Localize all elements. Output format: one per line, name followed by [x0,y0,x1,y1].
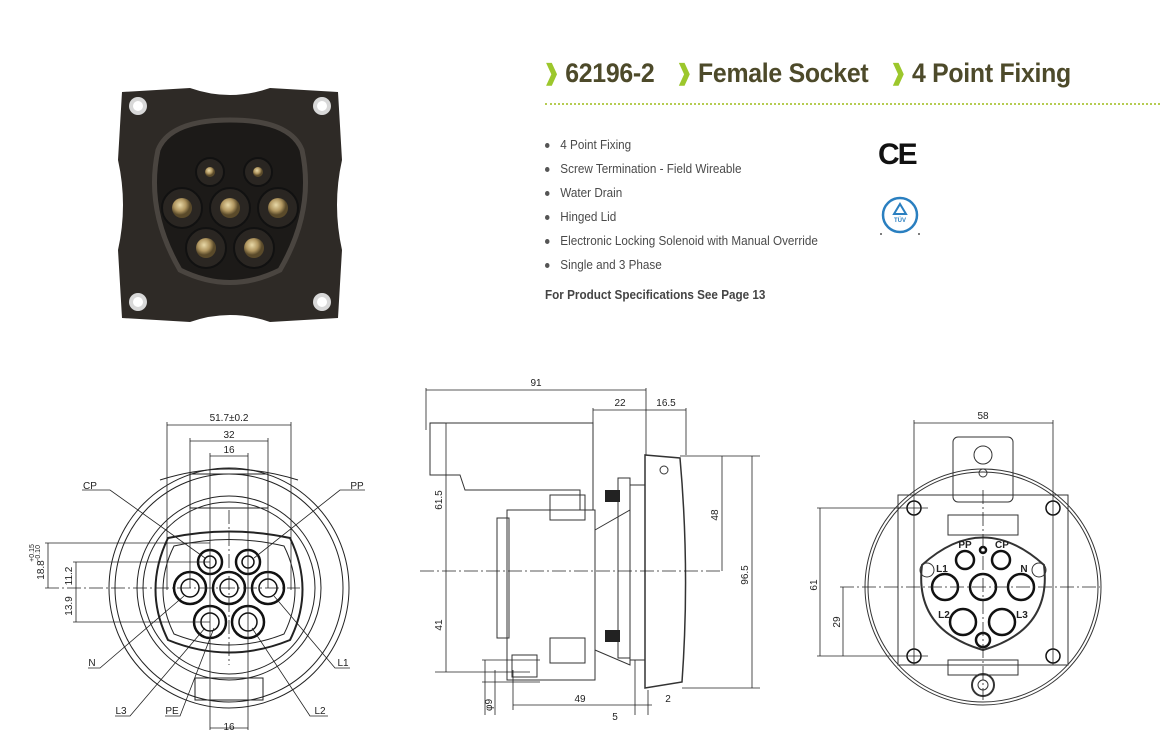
dim-lower: 13.9 [64,596,75,616]
dim-upper: 11.2 [64,566,75,585]
dim-inner-pin-spacing: 16 [223,445,235,456]
front-view-drawing: 51.7±0.2 32 16 16 CP PP N L1 L3 PE L2 18… [29,413,365,733]
pin-label-n: N [88,658,95,669]
dim-offset: 29 [832,616,843,628]
pin-label-pp: PP [350,481,364,492]
dim-panel: 5 [612,712,618,723]
tuv-certification-icon: TÜV [880,196,920,235]
feature-item: Single and 3 Phase [545,256,818,280]
dim-overall-width: 51.7±0.2 [210,413,249,424]
chevron-icon: ❱ [889,60,907,85]
pin-label-l2: L2 [314,706,326,717]
dim-lid: 22 [614,398,626,409]
dim-bottom-width: 16 [223,722,235,733]
dim-upper-height: 61.5 [434,490,445,510]
feature-item: 4 Point Fixing [545,136,818,160]
tuv-label: TÜV [894,217,906,224]
pin-label-pe: PE [165,706,179,717]
pin-label-l3: L3 [1016,610,1028,621]
pin-label-l1: L1 [936,564,948,575]
dim-tolerance-minus: -0.10 [35,545,42,561]
pin-label-l2: L2 [938,610,950,621]
pin-label-cp: CP [995,540,1009,551]
dim-height: 61 [809,579,820,591]
feature-item: Water Drain [545,184,818,208]
pin-label-l3: L3 [115,706,127,717]
product-photo [118,88,342,322]
dim-depth: 49 [574,694,586,705]
pin-label-cp: CP [83,481,97,492]
ce-mark-icon: CE [878,138,918,171]
dim-overall-length: 91 [530,378,542,389]
dim-outer-pin-spacing: 32 [223,430,235,441]
pin-label-n: N [1020,564,1027,575]
dim-lower-height: 41 [434,619,445,631]
dim-width: 58 [977,411,989,422]
chevron-icon: ❱ [543,60,560,85]
spec-note: For Product Specifications See Page 13 [545,287,766,302]
feature-item: Hinged Lid [545,208,818,232]
dim-tolerance-plus: +0.15 [29,544,36,562]
title-divider [545,103,1160,105]
title-standard: 62196-2 [565,58,655,88]
dim-total-height: 96.5 [740,565,751,585]
feature-list: 4 Point Fixing Screw Termination - Field… [545,136,848,280]
title-variant: 4 Point Fixing [911,58,1071,88]
feature-item: Screw Termination - Field Wireable [545,160,818,184]
dim-height: 18.8 [36,560,47,580]
dim-half-height: 48 [710,509,721,521]
pin-label-pp: PP [958,540,972,551]
feature-item: Electronic Locking Solenoid with Manual … [545,232,818,256]
side-view-drawing: 91 22 16.5 61.5 41 48 96.5 49 2 φ9 5 [420,378,760,723]
pin-label-l1: L1 [337,658,349,669]
title-product: Female Socket [698,58,869,88]
chevron-icon: ❱ [675,60,693,85]
page-title: ❱62196-2 ❱Female Socket ❱4 Point Fixing [543,58,1086,89]
dim-drain-diameter: φ9 [484,699,495,711]
rear-view-drawing: 58 61 29 PP CP L1 N L2 L3 [809,411,1102,706]
dim-flange: 2 [665,694,671,705]
dim-cover: 16.5 [656,398,676,409]
